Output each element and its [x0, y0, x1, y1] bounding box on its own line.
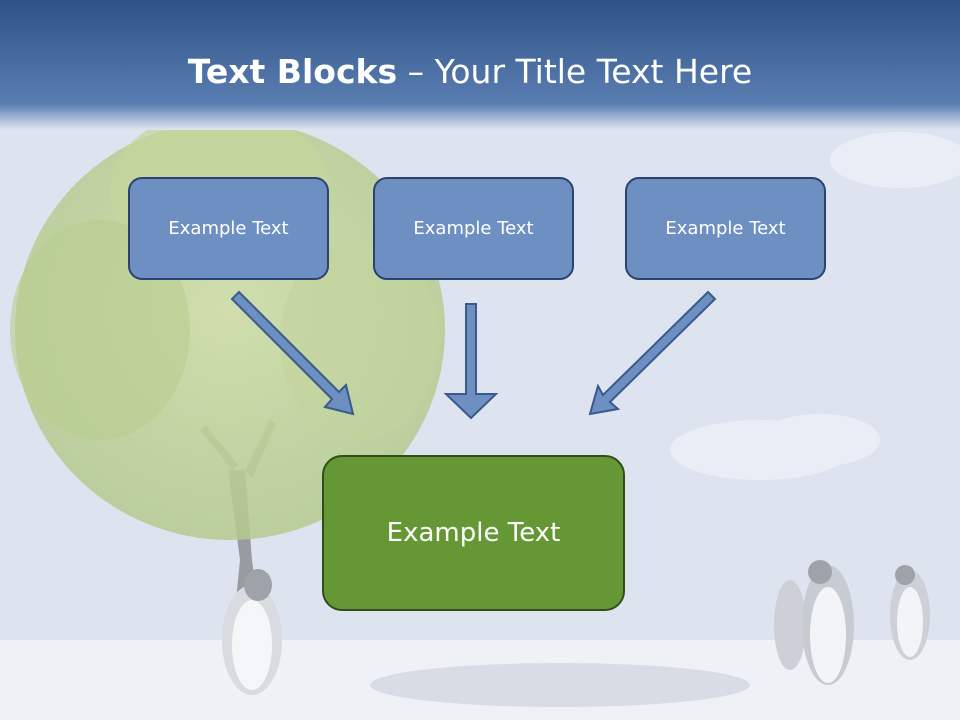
title-bold: Text Blocks [187, 52, 398, 91]
penguin-left [222, 569, 282, 695]
header-band [0, 0, 960, 130]
penguin-group-right [774, 560, 930, 685]
text-block-1-label: Example Text [168, 218, 289, 239]
text-block-3-label: Example Text [665, 218, 786, 239]
title-separator: – [397, 52, 435, 91]
text-block-3: Example Text [625, 177, 826, 280]
arrow-left-diagonal [230, 290, 355, 416]
main-text-block: Example Text [322, 455, 625, 611]
arrow-right-diagonal [588, 290, 717, 416]
arrow-down-center [443, 303, 499, 420]
text-block-1: Example Text [128, 177, 329, 280]
text-block-2: Example Text [373, 177, 574, 280]
text-block-2-label: Example Text [413, 218, 534, 239]
tree-shadow [370, 663, 750, 707]
clouds [670, 132, 960, 480]
slide-title: Text Blocks – Your Title Text Here [0, 52, 940, 91]
title-rest: Your Title Text Here [434, 52, 753, 91]
main-text-block-label: Example Text [386, 518, 561, 548]
